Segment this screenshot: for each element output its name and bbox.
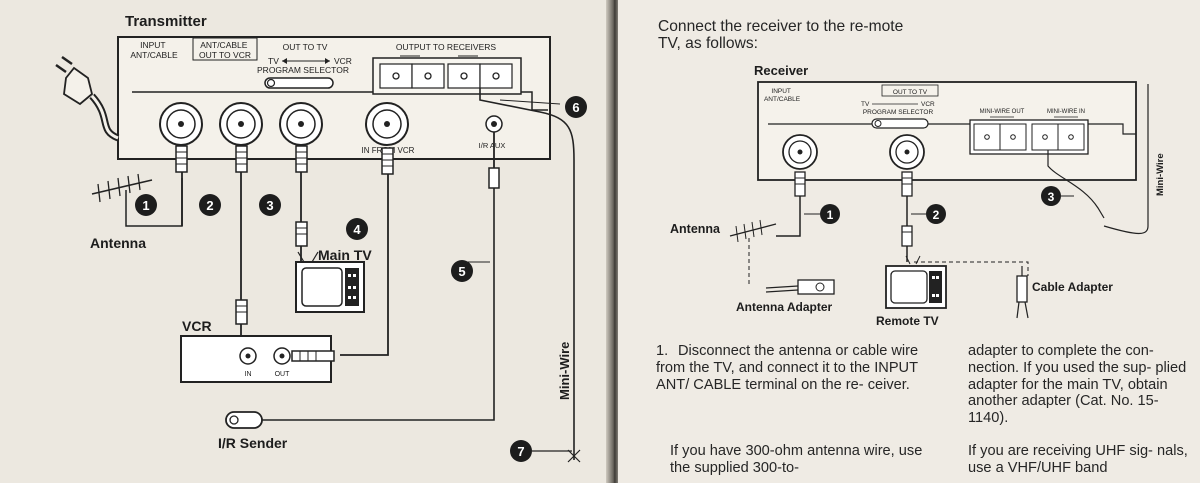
ant-cable-out-box: [192, 37, 258, 61]
left-page: Transmitter INPUT ANT/CABLE ANT/CABLE OU…: [0, 0, 610, 483]
svg-text:1: 1: [827, 208, 834, 222]
step-1-text: 1.Disconnect the antenna or cable wire f…: [656, 343, 919, 393]
receiver-terminals: [973, 123, 1085, 151]
cable-4: [340, 147, 394, 356]
callout-2: 2: [199, 194, 221, 216]
cable-2: [235, 145, 248, 340]
label-receiver-program-selector: PROGRAM SELECTOR: [863, 109, 934, 116]
transmitter-title: Transmitter: [125, 13, 207, 30]
label-receiver-tv: TV: [861, 101, 870, 108]
label-receiver-input: INPUT ANT/CABLE: [764, 88, 801, 103]
vcr-in-jack[interactable]: [239, 347, 257, 365]
jack-ant-cable-out-to-vcr[interactable]: [219, 102, 263, 146]
svg-text:3: 3: [1048, 190, 1055, 204]
callout-7: 7: [510, 440, 532, 462]
selector-knob: [266, 78, 276, 88]
cable-5: [256, 132, 500, 421]
cable-3: [295, 145, 308, 262]
receiver-antenna-icon: [729, 219, 777, 243]
intro-text: Connect the receiver to the re-mote TV, …: [658, 18, 904, 52]
label-receiver-vcr: VCR: [921, 101, 935, 108]
antenna-adapter-icon: [765, 279, 835, 295]
receiver-program-selector-switch[interactable]: [871, 118, 929, 129]
remote-tv-icon: [885, 255, 947, 309]
label-receiver-antenna: Antenna: [670, 222, 721, 236]
label-program-selector: PROGRAM SELECTOR: [257, 65, 349, 75]
antenna-icon: [91, 173, 153, 203]
svg-text:7: 7: [517, 444, 524, 459]
jack-in-from-vcr[interactable]: [365, 102, 409, 146]
column-2-note: If you are receiving UHF sig- nals, use …: [968, 443, 1188, 476]
label-vcr-title: VCR: [182, 318, 212, 334]
selector-arrowheads: [282, 58, 330, 64]
label-receiver-out-to-tv: OUT TO TV: [893, 89, 928, 96]
label-antenna: Antenna: [90, 235, 146, 251]
cable-1: [175, 145, 188, 226]
mini-wire-break: [567, 449, 581, 463]
svg-text:2: 2: [206, 198, 213, 213]
svg-text:1: 1: [142, 198, 149, 213]
jack-input-ant-cable[interactable]: [159, 102, 203, 146]
right-page: Connect the receiver to the re-mote TV, …: [618, 0, 1200, 483]
svg-text:4: 4: [353, 222, 361, 237]
svg-text:5: 5: [458, 264, 465, 279]
receiver-jack-out-to-tv[interactable]: [889, 134, 925, 170]
receiver-callout-1: 1: [820, 204, 840, 224]
receiver-callout-3: 3: [1041, 186, 1061, 206]
label-input-ant-cable: INPUT ANT/CABLE: [130, 40, 178, 60]
receiver-callout-2: 2: [926, 204, 946, 224]
receiver-jack-input[interactable]: [782, 134, 818, 170]
column-2-text: adapter to complete the con- nection. If…: [968, 343, 1187, 427]
callout-6: 6: [565, 96, 587, 118]
output-terminals: [379, 63, 513, 89]
label-antenna-adapter: Antenna Adapter: [736, 300, 833, 314]
svg-text:6: 6: [572, 100, 579, 115]
program-selector-switch[interactable]: [264, 77, 334, 89]
transmitter-diagram: Transmitter INPUT ANT/CABLE ANT/CABLE OU…: [55, 13, 587, 463]
receiver-mini-wire: [1103, 84, 1149, 235]
receiver-title: Receiver: [754, 63, 808, 78]
step-1-note: If you have 300-ohm antenna wire, use th…: [670, 443, 923, 476]
label-vcr-in: IN: [245, 371, 252, 378]
jack-ir-aux[interactable]: [485, 115, 503, 133]
label-cable-adapter: Cable Adapter: [1032, 280, 1113, 294]
receiver-diagram: Receiver INPUT ANT/CABLE OUT TO TV TV VC…: [670, 63, 1166, 328]
label-main-tv: Main TV: [318, 247, 372, 263]
label-ir-aux: I/R AUX: [479, 141, 506, 150]
jack-out-to-tv[interactable]: [279, 102, 323, 146]
label-mini-wire: Mini-Wire: [557, 342, 572, 400]
callout-3: 3: [259, 194, 281, 216]
receiver-cable-3: [1047, 150, 1105, 219]
cable-adapter-icon: [1016, 266, 1029, 319]
svg-text:3: 3: [266, 198, 273, 213]
label-ant-cable-out-to-vcr: ANT/CABLE OUT TO VCR: [199, 40, 251, 60]
callout-1: 1: [135, 194, 157, 216]
label-tv: TV: [268, 56, 279, 66]
label-receiver-mini-wire: Mini-Wire: [1155, 153, 1166, 196]
receiver-out-to-tv-box: [881, 84, 939, 97]
receiver-cable-1: [776, 171, 806, 237]
label-vcr-out: OUT: [275, 371, 291, 378]
main-tv-icon: [295, 251, 365, 313]
label-out-to-tv: OUT TO TV: [283, 42, 328, 52]
transmitter-step-line: [132, 91, 548, 111]
vcr-out-jack[interactable]: [273, 347, 291, 365]
svg-text:2: 2: [933, 208, 940, 222]
callout-5: 5: [451, 260, 473, 282]
receiver-cable-2: [901, 171, 913, 262]
cable-adapter-link: [914, 261, 1029, 276]
label-ir-sender: I/R Sender: [218, 435, 288, 451]
power-plug-icon: [55, 55, 120, 142]
receiver-step-line: [768, 123, 1136, 135]
label-remote-tv: Remote TV: [876, 314, 939, 328]
label-output-to-receivers: OUTPUT TO RECEIVERS: [396, 42, 496, 52]
label-mini-wire-in: MINI-WIRE IN: [1047, 109, 1085, 115]
mini-wire-line: [479, 88, 575, 460]
label-vcr: VCR: [334, 56, 352, 66]
callout-4: 4: [346, 218, 368, 240]
vcr-out-plug: [291, 350, 335, 362]
label-mini-wire-out: MINI-WIRE OUT: [980, 109, 1025, 115]
ir-sender-icon: [225, 411, 263, 429]
